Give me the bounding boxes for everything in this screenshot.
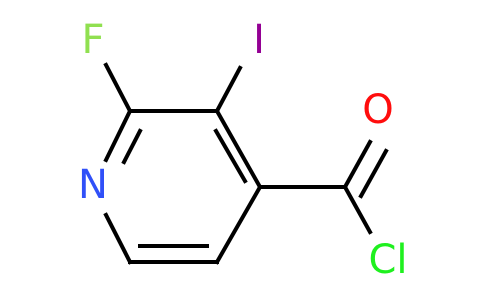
atom-iodine: I	[253, 17, 265, 63]
bond-carbonyl-cl	[342, 184, 373, 235]
bond-c2-f	[103, 62, 133, 114]
bond-carbonyl-o-second	[358, 148, 389, 199]
bond-c6-n	[103, 212, 133, 265]
atom-nitrogen: N	[78, 162, 108, 208]
atom-oxygen: O	[362, 87, 393, 133]
bond-n-c2	[103, 108, 133, 163]
substituent-bonds	[103, 62, 389, 235]
atom-fluorine: F	[81, 17, 104, 63]
bond-n-c2-inner	[121, 128, 143, 165]
ring-bonds	[103, 108, 263, 265]
bond-c3-c4-inner	[213, 128, 248, 184]
bond-c3-i	[214, 65, 243, 114]
bond-carbonyl-o	[342, 139, 373, 190]
bond-c4-c5	[214, 184, 263, 265]
atom-labels: F I N O Cl	[78, 17, 407, 283]
atom-chlorine: Cl	[368, 237, 407, 283]
bond-c3-c4	[214, 108, 263, 190]
